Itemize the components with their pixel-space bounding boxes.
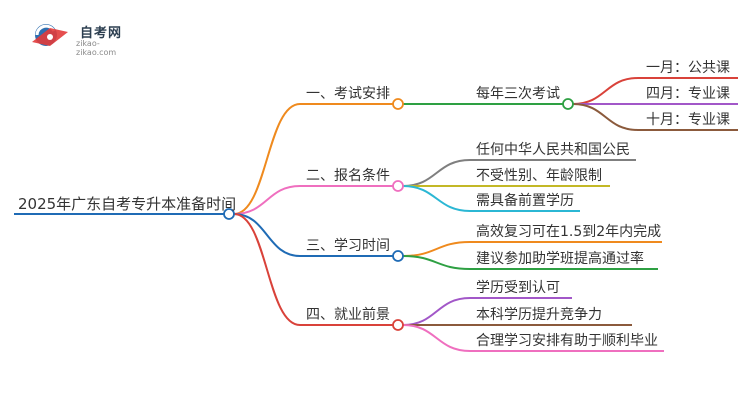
root-topic: 2025年广东自考专升本准备时间	[18, 195, 237, 213]
subtopic: 高效复习可在1.5到2年内完成	[476, 224, 662, 240]
subtopic-connector	[402, 241, 471, 257]
subtopic-node	[562, 98, 574, 110]
leaf-topic: 一月：公共课	[646, 60, 730, 76]
subtopic: 建议参加助学班提高通过率	[476, 251, 644, 267]
subtopic-connector	[402, 185, 471, 212]
root-node	[223, 208, 235, 220]
leaf-connector	[572, 77, 639, 105]
branch-connector	[233, 185, 301, 215]
subtopic: 每年三次考试	[476, 86, 560, 102]
subtopic: 学历受到认可	[476, 280, 560, 296]
branch-topic: 一、考试安排	[306, 86, 390, 102]
branch-node	[392, 98, 404, 110]
leaf-topic: 四月：专业课	[646, 86, 730, 102]
branch-topic: 四、就业前景	[306, 307, 390, 323]
subtopic-connector	[402, 159, 471, 187]
branch-node	[392, 250, 404, 262]
branch-connector	[233, 213, 301, 326]
leaf-topic: 十月：专业课	[646, 112, 730, 128]
logo-mark-icon	[32, 24, 68, 46]
subtopic-connector	[402, 255, 471, 270]
logo-title: 自考网	[80, 26, 123, 41]
subtopic: 合理学习安排有助于顺利毕业	[476, 333, 658, 349]
subtopic: 不受性别、年龄限制	[476, 168, 602, 184]
logo-subtitle: zikao-zikao.com	[76, 39, 117, 57]
subtopic: 需具备前置学历	[476, 193, 574, 209]
branch-node	[392, 180, 404, 192]
branch-node	[392, 319, 404, 331]
branch-connector	[233, 103, 301, 215]
leaf-connector	[572, 103, 639, 131]
branch-topic: 三、学习时间	[306, 238, 390, 254]
branch-topic: 二、报名条件	[306, 168, 390, 184]
subtopic-connector	[402, 324, 471, 352]
subtopic: 本科学历提升竞争力	[476, 307, 602, 323]
subtopic: 任何中华人民共和国公民	[476, 142, 630, 158]
branch-connector	[233, 213, 301, 257]
subtopic-connector	[402, 297, 471, 326]
site-logo: 自考网 zikao-zikao.com	[28, 18, 138, 57]
